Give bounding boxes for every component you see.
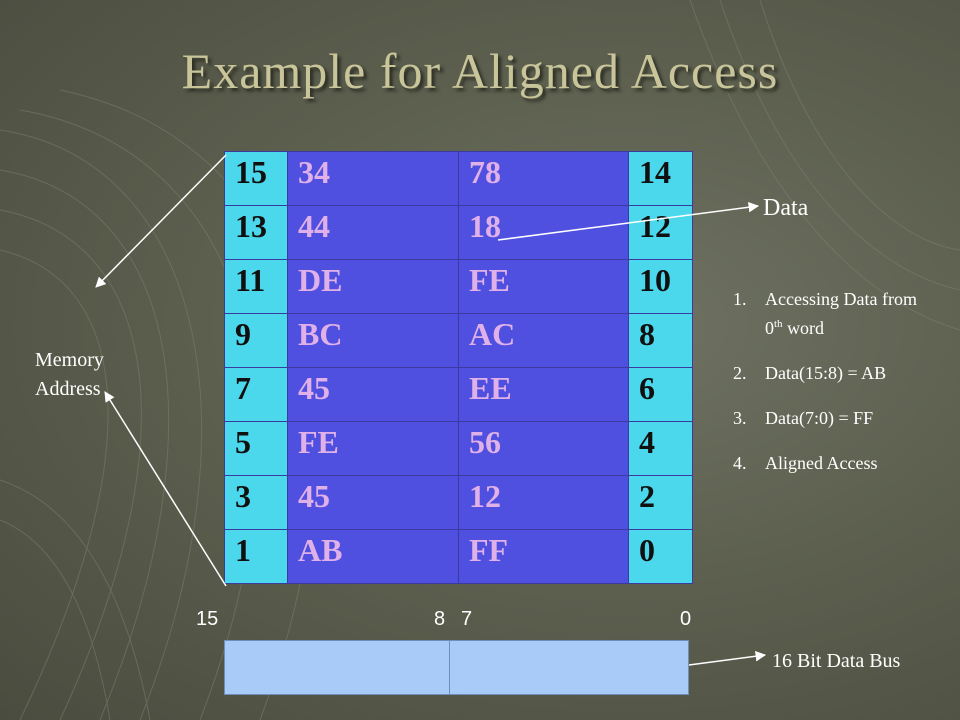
note-text: Accessing Data from 0 — [765, 289, 917, 338]
value-cell: AC — [458, 313, 629, 368]
value-cell: 56 — [458, 421, 629, 476]
slide-title: Example for Aligned Access — [181, 43, 779, 99]
bit-7-label: 7 — [461, 608, 473, 630]
note-text-after: word — [782, 318, 825, 338]
data-label: Data — [763, 195, 809, 221]
value-cell: EE — [458, 367, 629, 422]
memory-label-line1: Memory — [35, 349, 104, 371]
note-superscript: th — [774, 318, 783, 330]
address-cell: 1 — [224, 529, 288, 584]
bit-0-label: 0 — [680, 608, 692, 630]
address-cell: 6 — [628, 367, 693, 422]
address-cell: 8 — [628, 313, 693, 368]
note-text: Data(7:0) = FF — [765, 408, 874, 428]
address-cell: 13 — [224, 205, 288, 260]
value-cell: 12 — [458, 475, 629, 530]
value-cell: 34 — [287, 151, 459, 206]
value-cell: 44 — [287, 205, 459, 260]
memory-label-line2: Address — [35, 378, 101, 400]
bit-8-label: 8 — [434, 608, 446, 630]
note-item: 3. Data(7:0) = FF — [733, 406, 933, 431]
note-text: Aligned Access — [765, 453, 878, 473]
value-cell: FE — [287, 421, 459, 476]
bit-15-label: 15 — [196, 608, 219, 630]
value-cell: 45 — [287, 475, 459, 530]
value-cell: FF — [458, 529, 629, 584]
notes-list: 1. Accessing Data from 0th word 2. Data(… — [733, 287, 933, 496]
address-cell: 4 — [628, 421, 693, 476]
data-bus-box — [224, 640, 689, 695]
note-number: 2. — [733, 363, 747, 383]
note-number: 1. — [733, 289, 747, 309]
note-item: 1. Accessing Data from 0th word — [733, 287, 933, 341]
memory-address-label: Memory Address — [35, 346, 104, 404]
note-text: Data(15:8) = AB — [765, 363, 887, 383]
address-cell: 10 — [628, 259, 693, 314]
address-cell: 14 — [628, 151, 693, 206]
bus-divider — [449, 641, 450, 694]
address-cell: 9 — [224, 313, 288, 368]
value-cell: BC — [287, 313, 459, 368]
address-cell: 2 — [628, 475, 693, 530]
address-cell: 12 — [628, 205, 693, 260]
address-cell: 0 — [628, 529, 693, 584]
value-cell: 45 — [287, 367, 459, 422]
note-item: 4. Aligned Access — [733, 451, 933, 476]
address-cell: 5 — [224, 421, 288, 476]
address-cell: 3 — [224, 475, 288, 530]
address-cell: 15 — [224, 151, 288, 206]
note-number: 4. — [733, 453, 747, 473]
value-cell: DE — [287, 259, 459, 314]
value-cell: FE — [458, 259, 629, 314]
note-number: 3. — [733, 408, 747, 428]
address-cell: 11 — [224, 259, 288, 314]
note-item: 2. Data(15:8) = AB — [733, 361, 933, 386]
value-cell: 18 — [458, 205, 629, 260]
data-bus-label: 16 Bit Data Bus — [772, 650, 901, 672]
address-cell: 7 — [224, 367, 288, 422]
value-cell: AB — [287, 529, 459, 584]
value-cell: 78 — [458, 151, 629, 206]
